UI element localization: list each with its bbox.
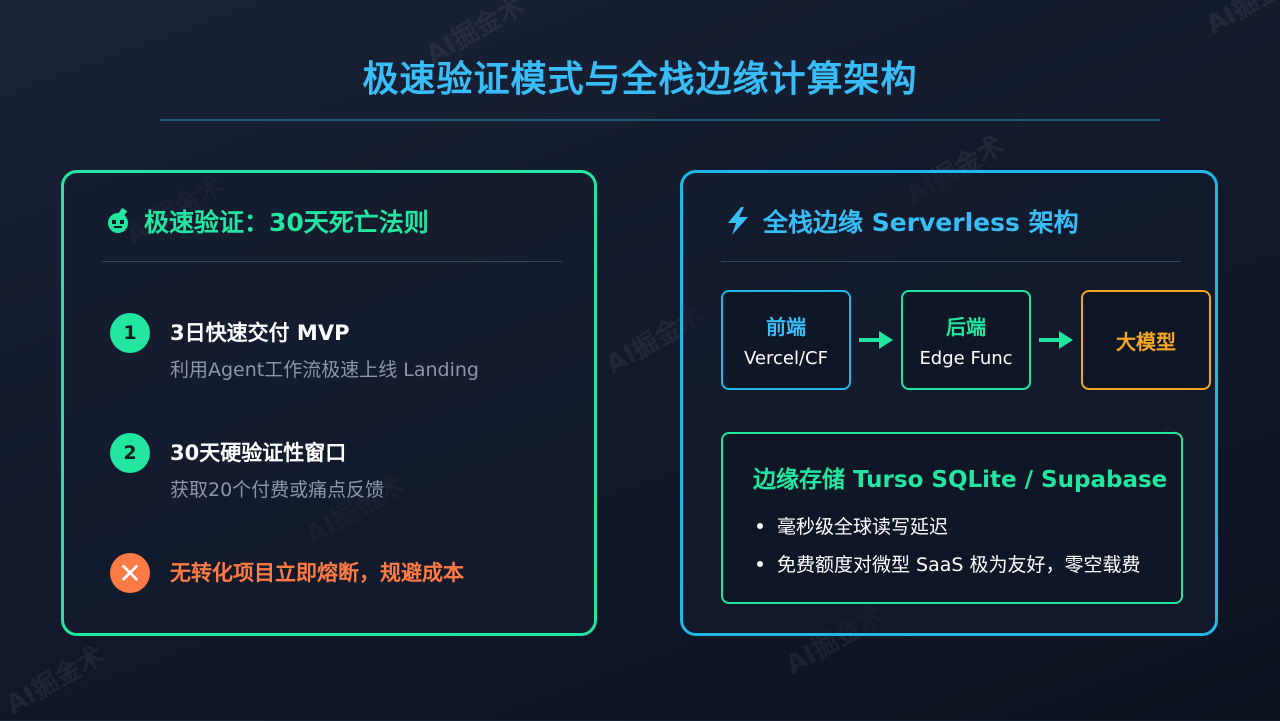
step-number-badge: 1 — [110, 313, 150, 353]
backend-box: 后端 Edge Func — [901, 290, 1031, 390]
panel-heading-text: 极速验证：30天死亡法则 — [144, 208, 429, 237]
item-title: 3日快速交付 MVP — [170, 321, 350, 345]
llm-box: 大模型 — [1081, 290, 1211, 390]
warning-text: 无转化项目立即熔断，规避成本 — [170, 561, 464, 585]
box-subtitle: Edge Func — [919, 348, 1013, 369]
list-item: 1 3日快速交付 MVP 利用Agent工作流极速上线 Landing — [110, 313, 479, 382]
panel-heading: 全栈边缘 Serverless 架构 — [723, 203, 1079, 239]
list-item: 毫秒级全球读写延迟 — [757, 512, 948, 539]
frontend-box: 前端 Vercel/CF — [721, 290, 851, 390]
title-divider — [160, 119, 1160, 121]
divider — [721, 261, 1181, 262]
rapid-validation-panel: 极速验证：30天死亡法则 1 3日快速交付 MVP 利用Agent工作流极速上线… — [61, 170, 597, 636]
divider — [102, 261, 562, 262]
arrow-right-icon — [859, 331, 893, 349]
bullet-text: 免费额度对微型 SaaS 极为友好，零空载费 — [777, 554, 1141, 576]
edge-storage-box: 边缘存储 Turso SQLite / Supabase 毫秒级全球读写延迟 免… — [721, 432, 1183, 604]
bullet-text: 毫秒级全球读写延迟 — [777, 516, 949, 538]
bullet-dot — [757, 522, 763, 529]
x-circle-icon: ✕ — [110, 553, 150, 593]
box-title: 后端 — [946, 315, 986, 339]
warning-item: ✕ 无转化项目立即熔断，规避成本 — [110, 553, 464, 593]
step-number-badge: 2 — [110, 433, 150, 473]
serverless-architecture-panel: 全栈边缘 Serverless 架构 前端 Vercel/CF 后端 Edge … — [680, 170, 1218, 636]
panel-heading: 极速验证：30天死亡法则 — [104, 203, 429, 239]
bomb-icon — [104, 206, 134, 236]
page-title: 极速验证模式与全栈边缘计算架构 — [362, 59, 918, 100]
arrow-right-icon — [1039, 331, 1073, 349]
box-title: 前端 — [766, 315, 806, 339]
item-subtitle: 利用Agent工作流极速上线 Landing — [170, 359, 479, 381]
lightning-icon — [723, 206, 753, 236]
list-item: 免费额度对微型 SaaS 极为友好，零空载费 — [757, 550, 1141, 577]
bullet-dot — [757, 560, 763, 567]
watermark: AI掘金术 — [1200, 0, 1280, 41]
box-subtitle: Vercel/CF — [744, 348, 828, 369]
watermark: AI掘金术 — [0, 640, 110, 721]
list-item: 2 30天硬验证性窗口 获取20个付费或痛点反馈 — [110, 433, 384, 502]
box-title: 大模型 — [1116, 329, 1176, 354]
storage-title: 边缘存储 Turso SQLite / Supabase — [753, 467, 1168, 493]
item-subtitle: 获取20个付费或痛点反馈 — [170, 479, 385, 501]
item-title: 30天硬验证性窗口 — [170, 441, 347, 465]
panel-heading-text: 全栈边缘 Serverless 架构 — [763, 208, 1079, 237]
